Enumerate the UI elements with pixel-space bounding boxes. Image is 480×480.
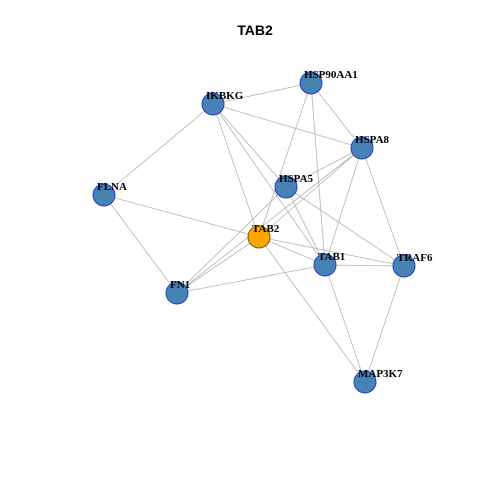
edge-tab2-traf6 <box>258 236 405 267</box>
edges-layer <box>103 82 405 383</box>
edge-tab1-traf6 <box>324 264 405 267</box>
edge-ikbkg-hsp90aa1 <box>212 82 312 105</box>
node-circle <box>299 71 323 95</box>
node-hsp90aa1: HSP90AA1 <box>299 69 358 95</box>
edge-ikbkg-flna <box>103 103 214 196</box>
node-traf6: TRAF6 <box>392 252 433 278</box>
edge-hspa8-traf6 <box>361 147 405 267</box>
node-hspa8: HSPA8 <box>350 134 390 160</box>
node-label: MAP3K7 <box>358 368 403 380</box>
graph-title: TAB2 <box>237 22 273 38</box>
edge-ikbkg-tab1 <box>212 103 326 266</box>
node-label: TAB2 <box>252 223 280 235</box>
node-circle <box>201 92 225 116</box>
edge-tab2-map3k7 <box>258 236 366 383</box>
edge-hspa8-hspa5 <box>285 147 363 188</box>
node-map3k7: MAP3K7 <box>353 368 403 394</box>
edge-hspa5-fn1 <box>176 186 287 294</box>
node-circle <box>313 253 337 277</box>
node-label: FLNA <box>97 181 127 193</box>
node-label: HSPA5 <box>279 173 314 185</box>
node-tab1: TAB1 <box>313 251 345 277</box>
node-circle <box>392 254 416 278</box>
edge-hspa5-tab1 <box>285 186 326 266</box>
edge-ikbkg-hspa8 <box>212 103 363 149</box>
node-label: TRAF6 <box>397 252 433 264</box>
node-tab2: TAB2 <box>247 223 280 249</box>
edge-tab2-fn1 <box>176 236 260 294</box>
node-circle <box>92 183 116 207</box>
edge-hspa8-tab2 <box>258 147 363 238</box>
edge-tab1-map3k7 <box>324 264 366 383</box>
edge-hsp90aa1-hspa8 <box>310 82 363 149</box>
node-label: HSPA8 <box>355 134 390 146</box>
edge-ikbkg-tab2 <box>212 103 260 238</box>
edge-hspa8-tab1 <box>324 147 363 266</box>
node-label: IKBKG <box>206 90 244 102</box>
node-fn1: FN1 <box>165 279 190 305</box>
node-flna: FLNA <box>92 181 127 207</box>
edge-hspa5-traf6 <box>285 186 405 267</box>
edge-hsp90aa1-tab1 <box>310 82 326 266</box>
edge-hspa8-fn1 <box>176 147 363 294</box>
node-circle <box>353 370 377 394</box>
edge-tab2-tab1 <box>258 236 326 266</box>
node-circle <box>247 225 271 249</box>
node-label: TAB1 <box>318 251 345 263</box>
edge-traf6-map3k7 <box>364 265 405 383</box>
node-circle <box>350 136 374 160</box>
edge-hsp90aa1-tab2 <box>258 82 312 238</box>
node-ikbkg: IKBKG <box>201 90 244 116</box>
edge-tab1-fn1 <box>176 264 326 294</box>
node-circle <box>165 281 189 305</box>
edge-ikbkg-hspa5 <box>212 103 287 188</box>
node-circle <box>274 175 298 199</box>
edge-flna-fn1 <box>103 194 178 294</box>
node-label: HSP90AA1 <box>304 69 358 81</box>
node-hspa5: HSPA5 <box>274 173 314 199</box>
edge-flna-tab2 <box>103 194 260 238</box>
node-label: FN1 <box>170 279 190 291</box>
